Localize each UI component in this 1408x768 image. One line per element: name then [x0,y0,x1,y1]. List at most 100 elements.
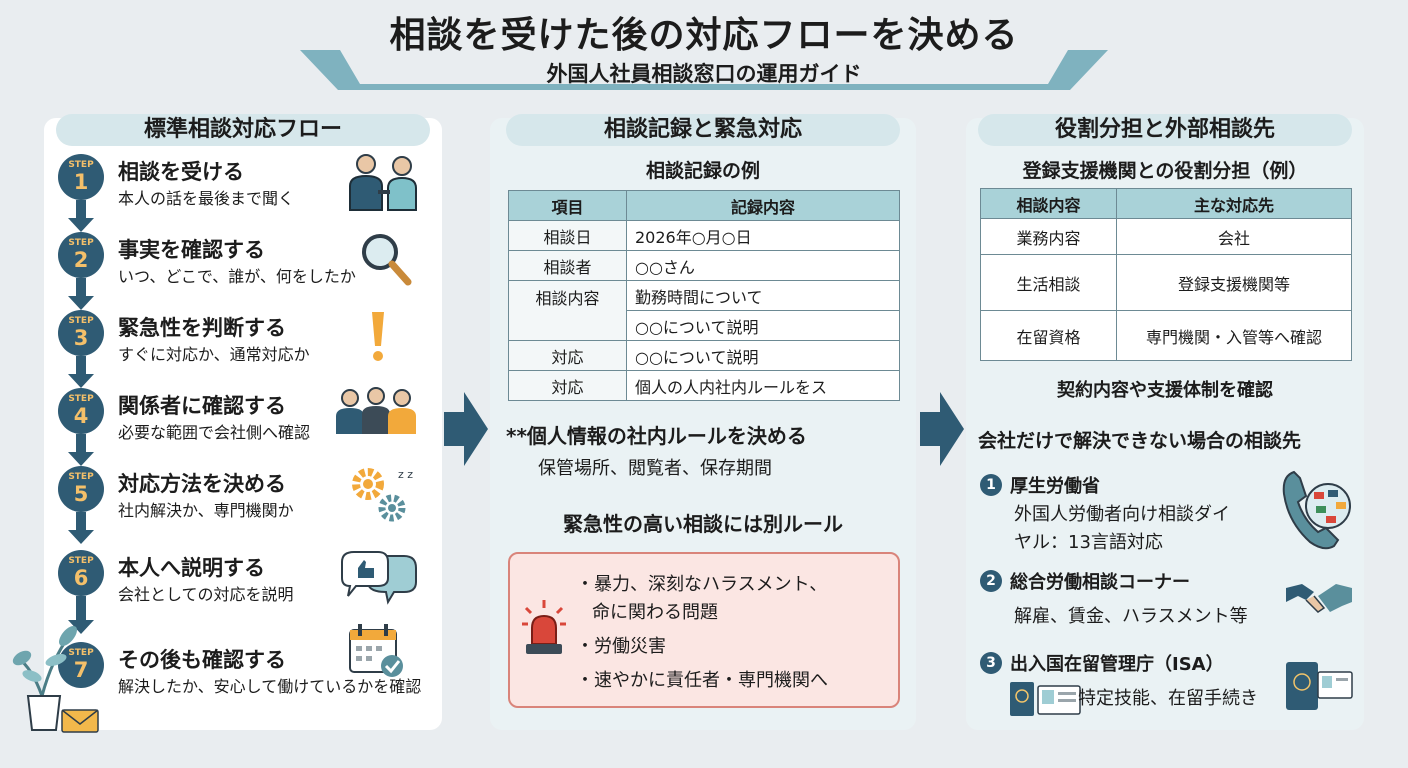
table-cell: 相談者 [508,250,627,281]
privacy-rule-description: 保管場所、閲覧者、保存期間 [538,458,772,479]
down-arrow-icon [68,278,94,310]
table-cell: ○○さん [626,250,900,281]
handshake-icon [1286,584,1352,613]
panel-title-standard-flow: 標準相談対応フロー [56,114,430,146]
step-description: いつ、どこで、誰が、何をしたか [118,267,356,286]
down-arrow-icon [68,434,94,466]
table-row: 対応 個人の人内社内ルールをス [508,370,900,401]
column-header: 項目 [508,190,627,221]
emergency-item: ・暴力、深刻なハラスメント、 [576,574,828,595]
role-division-title: 登録支援機関との役割分担（例） [1022,160,1308,182]
table-cell: 2026年○月○日 [626,220,900,251]
privacy-rule-title: **個人情報の社内ルールを決める [506,424,807,448]
speech-bubbles-icon [341,551,417,605]
column-header: 主な対応先 [1116,188,1352,219]
gears-icon: z z [352,468,413,522]
step-title: 対応方法を決める [118,472,286,496]
plant-pot-icon [12,626,99,733]
step-badge: STEP 6 [58,550,104,596]
flow-step-1: STEP 1 相談を受ける 本人の話を最後まで聞く [44,154,442,232]
panel-title-record-emergency: 相談記録と緊急対応 [506,114,900,146]
page-subtitle: 外国人社員相談窓口の運用ガイド [546,62,862,86]
step-title: 関係者に確認する [118,394,286,418]
step-title: 事実を確認する [118,238,265,262]
contact-number: 1 [980,474,1002,496]
calendar-check-icon [349,624,403,677]
step-badge: STEP 5 [58,466,104,512]
contact-description: 解雇、賃金、ハラスメント等 [1014,606,1248,627]
down-arrow-icon [68,512,94,544]
contact-name: 出入国在留管理庁（ISA） [1010,654,1224,675]
table-cell: 専門機関・入管等へ確認 [1116,310,1352,361]
flow-step-6: STEP 6 本人へ説明する 会社としての対応を説明 [44,550,442,634]
emergency-item: ・速やかに責任者・専門機関へ [576,670,828,691]
contact-name: 総合労働相談コーナー [1010,572,1190,593]
contact-number: 3 [980,652,1002,674]
contact-description: ヤル：13言語対応 [1014,532,1163,553]
step-description: すぐに対応か、通常対応か [118,345,310,364]
column-header: 相談内容 [980,188,1117,219]
table-cell: 在留資格 [980,310,1117,361]
table-row: 生活相談 登録支援機関等 [980,254,1352,311]
exclamation-icon [372,312,384,361]
external-contacts-title: 会社だけで解決できない場合の相談先 [978,430,1302,452]
down-arrow-icon [68,356,94,388]
table-row: 対応 ○○について説明 [508,340,900,371]
step-badge: STEP 7 [58,642,104,688]
table-row: 業務内容 会社 [980,218,1352,255]
group-people-icon [336,387,416,434]
table-cell: ○○について説明 [626,340,900,371]
step-description: 社内解決か、専門機関か [118,501,294,520]
down-arrow-icon [68,596,94,634]
contact-description: 外国人労働者向け相談ダイ [1014,504,1230,525]
table-cell: 会社 [1116,218,1352,255]
table-cell: ○○について説明 [626,310,900,341]
header-banner [300,50,1108,90]
contact-number: 2 [980,570,1002,592]
right-arrow-icon [920,392,964,466]
step-badge: STEP 4 [58,388,104,434]
passport-id-icon [1010,682,1081,716]
table-cell: 生活相談 [980,254,1117,311]
record-emergency-panel: 相談記録と緊急対応 相談記録の例 項目 記録内容 相談日 2026年○月○日 相… [490,114,916,730]
table-row: 在留資格 専門機関・入管等へ確認 [980,310,1352,361]
flow-step-5: STEP 5 対応方法を決める 社内解決か、専門機関か z z [44,466,442,544]
roles-external-panel: 役割分担と外部相談先 登録支援機関との役割分担（例） 相談内容 主な対応先 業務… [966,114,1364,730]
step-badge: STEP 1 [58,154,104,200]
table-cell: 個人の人内社内ルールをス [626,370,900,401]
table-cell: 対応 [508,340,627,371]
emergency-box: ・暴力、深刻なハラスメント、 命に関わる問題 ・労働災害 ・速やかに責任者・専門… [508,552,900,708]
table-header-row: 項目 記録内容 [508,190,900,221]
handshake-people-icon [349,154,417,211]
svg-text:z z: z z [398,468,413,481]
table-row: 相談日 2026年○月○日 [508,220,900,251]
role-table: 相談内容 主な対応先 業務内容 会社 生活相談 登録支援機関等 在留資格 専門機… [980,188,1352,361]
table-cell: 登録支援機関等 [1116,254,1352,311]
step-description: 解決したか、安心して働けているかを確認 [118,677,422,696]
step-description: 本人の話を最後まで聞く [118,189,295,208]
passport-icon [1286,662,1353,710]
flow-step-2: STEP 2 事実を確認する いつ、どこで、誰が、何をしたか [44,232,442,310]
contract-note: 契約内容や支援体制を確認 [1057,380,1273,401]
table-header-row: 相談内容 主な対応先 [980,188,1352,219]
contact-name: 厚生労働省 [1010,476,1100,497]
step-description: 必要な範囲で会社側へ確認 [118,423,311,442]
table-row: 相談者 ○○さん [508,250,900,281]
record-table: 項目 記録内容 相談日 2026年○月○日 相談者 ○○さん 相談内容 勤務時間… [508,190,900,401]
step-title: 本人へ説明する [118,556,265,580]
step-badge: STEP 2 [58,232,104,278]
column-header: 記録内容 [626,190,900,221]
table-cell: 勤務時間について [626,280,900,311]
emergency-rule-title: 緊急性の高い相談には別ルール [563,512,843,536]
contact-description: 特定技能、在留手続き [1078,688,1258,709]
siren-icon [522,600,566,654]
emergency-item: ・労働災害 [576,636,666,657]
step-title: 緊急性を判断する [118,316,286,340]
record-example-title: 相談記録の例 [645,160,760,182]
table-cell: 業務内容 [980,218,1117,255]
standard-flow-panel: 標準相談対応フロー STEP 1 相談を受ける 本人の話を最後まで聞く STEP… [44,114,442,730]
page-title: 相談を受けた後の対応フローを決める [389,15,1019,56]
panel-title-roles-external: 役割分担と外部相談先 [978,114,1352,146]
step-title: その後も確認する [118,648,286,672]
step-badge: STEP 3 [58,310,104,356]
